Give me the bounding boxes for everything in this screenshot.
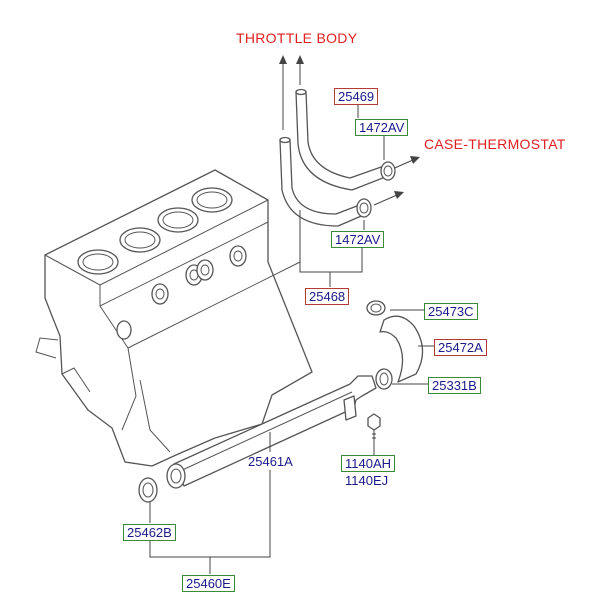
water-pipe bbox=[166, 375, 377, 489]
case-thermostat-label: CASE-THERMOSTAT bbox=[424, 136, 566, 152]
part-number-25472a[interactable]: 25472A bbox=[434, 339, 487, 356]
leader-lines bbox=[149, 104, 434, 574]
throttle-body-arrows bbox=[279, 55, 304, 130]
bolt bbox=[367, 413, 381, 446]
part-number-25461a[interactable]: 25461A bbox=[248, 454, 293, 469]
part-number-25460e[interactable]: 25460E bbox=[182, 575, 235, 592]
upper-hoses bbox=[279, 88, 389, 227]
hose-clamps-lower bbox=[366, 300, 393, 390]
hose-clamps-upper bbox=[356, 161, 396, 218]
case-thermostat-arrows bbox=[373, 156, 420, 206]
part-number-1140ah[interactable]: 1140AH bbox=[341, 455, 396, 472]
part-number-1140ej[interactable]: 1140EJ bbox=[345, 473, 389, 488]
part-number-25331b[interactable]: 25331B bbox=[428, 377, 481, 394]
part-number-1472av-top[interactable]: 1472AV bbox=[355, 119, 409, 136]
throttle-body-label: THROTTLE BODY bbox=[236, 30, 358, 46]
part-number-1472av-bottom[interactable]: 1472AV bbox=[331, 231, 385, 248]
gasket bbox=[138, 477, 158, 503]
part-number-25462b[interactable]: 25462B bbox=[123, 524, 176, 541]
engine-block bbox=[35, 169, 313, 467]
part-number-25469[interactable]: 25469 bbox=[334, 88, 379, 105]
part-number-25473c[interactable]: 25473C bbox=[424, 303, 478, 320]
part-number-25468[interactable]: 25468 bbox=[305, 288, 350, 305]
lower-hose bbox=[379, 315, 424, 383]
